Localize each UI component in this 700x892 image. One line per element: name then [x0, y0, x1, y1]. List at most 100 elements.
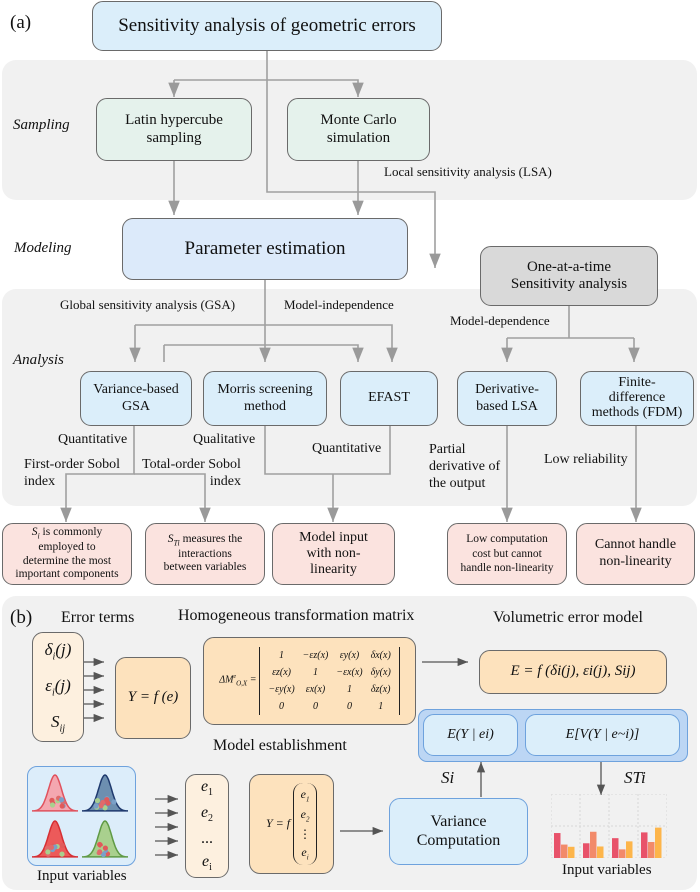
bar [648, 842, 655, 858]
sti-label: STi [624, 768, 646, 787]
derivative-based-lsa-box: Derivative- based LSA [457, 371, 557, 426]
bar [561, 844, 568, 858]
one-at-a-time-box: One-at-a-time Sensitivity analysis [480, 246, 658, 306]
row-label-analysis: Analysis [13, 352, 64, 368]
model-dependence-label: Model-dependence [450, 313, 550, 328]
matrix-lhs: ΔMeO,X = [219, 674, 257, 688]
morris-screening-box: Morris screening method [203, 371, 327, 426]
sample-dot [49, 802, 56, 808]
variance-based-gsa-box: Variance-based GSA [80, 371, 192, 426]
lsa-label: Local sensitivity analysis (LSA) [384, 164, 552, 179]
y-fe-box: Y = f (e) [115, 657, 191, 739]
matrix-cell: εy(x) [339, 650, 360, 661]
model-establishment-label: Model establishment [213, 737, 347, 754]
error-terms-title: Error terms [61, 609, 135, 626]
dist-2-curve [82, 774, 128, 812]
matrix-cell: 0 [313, 701, 319, 712]
bar [655, 827, 662, 858]
edge-morris-split [164, 344, 364, 362]
vem-formula-box: E = f (δi(j), εi(j), Sij) [479, 650, 667, 694]
variance-computation-box: Variance Computation [389, 798, 528, 865]
parameter-estimation-box: Parameter estimation [122, 218, 408, 280]
dist-3-curve [32, 820, 78, 858]
matrix: 1−εz(x)εy(x)δx(x)εz(x)1−εx(x)δy(x)−εy(x)… [259, 647, 400, 715]
htm-title: Homogeneous transformation matrix [178, 607, 415, 624]
latin-hypercube-box: Latin hypercube sampling [96, 98, 252, 161]
dist-4-curve [82, 820, 128, 858]
outcome-nonlinearity-box: Model input with non- linearity [272, 523, 395, 585]
sample-dot [59, 842, 65, 849]
e-i: ei [202, 853, 212, 874]
distributions-box [27, 766, 136, 866]
sample-dot [59, 851, 65, 857]
matrix-cell: εx(x) [305, 684, 326, 695]
dist-1-curve [32, 774, 78, 812]
epsilon-term: εi(j) [45, 675, 71, 698]
matrix-cell: εz(x) [272, 667, 292, 678]
sample-dot [104, 797, 110, 803]
matrix-cell: δy(x) [370, 667, 391, 678]
title-text: Sensitivity analysis of geometric errors [118, 15, 416, 37]
title-box: Sensitivity analysis of geometric errors [92, 1, 442, 51]
sample-dot [94, 797, 101, 804]
edge-top-stem [266, 50, 441, 268]
monte-carlo-box: Monte Carlo simulation [287, 98, 430, 161]
matrix-cell: 0 [346, 701, 352, 712]
bar [619, 849, 626, 858]
qualitative-label: Qualitative [193, 432, 256, 447]
s-term: Sij [50, 711, 66, 734]
edge-gsa-split [135, 324, 398, 362]
sample-dot [100, 851, 107, 858]
error-terms-box: δi(j) εi(j) Sij [32, 632, 84, 742]
matrix-cell: 1 [346, 684, 352, 695]
y-vector: e1 e2 ⋮ ei [293, 783, 318, 865]
vem-title: Volumetric error model [493, 609, 643, 626]
panel-b-label: (b) [10, 607, 33, 628]
si-label: Si [441, 768, 455, 787]
fdm-box: Finite- difference methods (FDM) [580, 371, 694, 426]
sample-dot [97, 841, 103, 848]
matrix-row: 1−εz(x)εy(x)δx(x) [264, 647, 394, 664]
bar [597, 846, 604, 858]
low-reliability-label: Low reliability [544, 452, 628, 467]
sample-dot [59, 803, 65, 809]
sample-dot [58, 797, 65, 803]
row-label-sampling: Sampling [13, 117, 70, 133]
sample-dot [93, 803, 99, 809]
sample-dot [102, 845, 108, 851]
input-variables-left-label: Input variables [37, 868, 127, 884]
input-variables-right-label: Input variables [562, 862, 652, 878]
bar [568, 846, 575, 858]
e-vector-box: e1 e2 ... ei [185, 774, 229, 878]
matrix-cell: 1 [378, 701, 384, 712]
bar [641, 832, 648, 858]
partial-derivative-label: Partial derivative of the output [429, 442, 501, 491]
efast-box: EFAST [340, 371, 438, 426]
sample-dot [111, 799, 117, 805]
sample-dot [102, 805, 108, 811]
matrix-row: εz(x)1−εx(x)δy(x) [264, 664, 394, 681]
outcome-low-cost-box: Low computation cost but cannot handle n… [447, 523, 567, 585]
matrix-cell: 1 [313, 667, 319, 678]
edge-morris-efast-merge [264, 425, 391, 475]
outcome-cannot-handle-box: Cannot handle non-linearity [576, 523, 695, 585]
matrix-cell: δz(x) [370, 684, 391, 695]
total-order-sobol-label: Total-order Sobol index [142, 457, 241, 489]
y-vector-box: Y = f e1 e2 ⋮ ei [249, 774, 334, 874]
bar [583, 843, 590, 858]
expectation-total-order-box: E[V(Y | e~i)] [525, 714, 680, 756]
bar [626, 841, 633, 858]
expectation-first-order-box: E(Y | ei) [423, 714, 518, 756]
sensitivity-bar-chart [551, 794, 667, 858]
edge-split-top [174, 79, 364, 97]
matrix-table: 1−εz(x)εy(x)δx(x)εz(x)1−εx(x)δy(x)−εy(x)… [264, 647, 394, 715]
bar [612, 838, 619, 858]
matrix-cell: −εz(x) [302, 650, 329, 661]
matrix-cell: 0 [279, 701, 285, 712]
distribution-plots [32, 774, 128, 858]
gsa-label: Global sensitivity analysis (GSA) [60, 297, 236, 312]
quantitative-label-1: Quantitative [58, 432, 128, 447]
e-2: e2 [200, 803, 214, 825]
